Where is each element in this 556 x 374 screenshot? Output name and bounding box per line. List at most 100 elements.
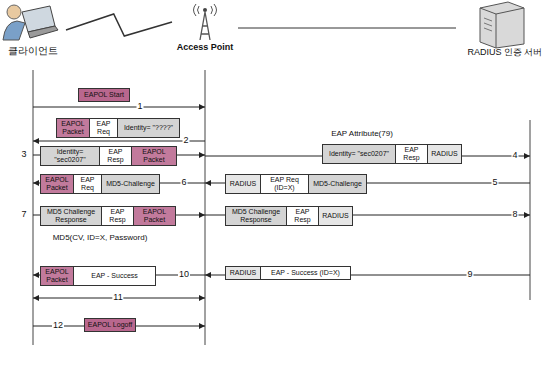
- packet-field: RADIUS: [318, 207, 352, 225]
- packet-field: EAPOL Packet: [131, 147, 176, 165]
- packet-field: MD5-Challenge: [308, 175, 366, 193]
- packet-box: RADIUS EAP - Success (ID=X): [225, 266, 351, 280]
- field-text: EAP Resp: [398, 146, 425, 162]
- packet-box: Identity= "sec0207" EAP Resp EAPOL Packet: [40, 146, 177, 166]
- client-body: [3, 21, 25, 40]
- antenna-mast: [200, 12, 210, 40]
- callout-number: 12: [52, 321, 64, 331]
- wired-link: [238, 28, 456, 29]
- wireless-link: [66, 14, 172, 36]
- packet-field: EAPOL Logoff: [85, 319, 135, 331]
- packet-field: EAP Req: [73, 175, 101, 193]
- packet-field: EAP Resp: [101, 207, 133, 225]
- packet-field: EAP Req: [89, 119, 117, 137]
- field-text: MD5 Challenge Response: [43, 208, 99, 224]
- callout-number: 4: [511, 151, 518, 161]
- field-text: EAP Req: [92, 120, 115, 136]
- packet-field: RADIUS: [226, 267, 260, 279]
- field-text: EAPOL Logoff: [88, 321, 132, 329]
- note-label: EAP Attribute(79): [330, 130, 394, 139]
- packet-field: EAPOL Packet: [57, 119, 89, 137]
- access-point-node: Access Point: [172, 4, 238, 52]
- ap-lifeline: [205, 70, 206, 345]
- field-text: EAPOL Packet: [136, 208, 173, 224]
- packet-field: RADIUS: [427, 145, 461, 163]
- node-label: 클라이언트: [0, 44, 66, 58]
- field-text: EAPOL Packet: [43, 176, 71, 192]
- field-text: EAP Req (ID=X): [263, 176, 306, 192]
- node-label: Access Point: [172, 42, 238, 52]
- packet-field: MD5 Challenge Response: [226, 207, 286, 225]
- field-text: EAPOL Packet: [43, 268, 71, 284]
- packet-field: EAP Resp: [286, 207, 318, 225]
- packet-field: Identity= "sec0207": [323, 145, 395, 163]
- packet-field: EAP Resp: [395, 145, 427, 163]
- callout-number: 5: [491, 178, 498, 188]
- callout-number: 10: [178, 270, 190, 280]
- message-arrow: [33, 107, 205, 108]
- field-text: MD5-Challenge: [106, 180, 155, 188]
- field-text: EAPOL Packet: [59, 120, 87, 136]
- client-lifeline: [33, 70, 34, 345]
- client-head: [7, 5, 21, 19]
- field-text: RADIUS: [230, 269, 256, 277]
- packet-box: EAPOL Packet EAP - Success: [40, 266, 156, 286]
- field-text: EAP - Success: [91, 272, 138, 280]
- packet-field: Identity= "sec0207": [41, 147, 99, 165]
- callout-number: 9: [466, 270, 473, 280]
- packet-box: MD5 Challenge Response EAP Resp EAPOL Pack…: [40, 206, 176, 226]
- field-text: EAPOL Packet: [134, 148, 174, 164]
- packet-field: EAPOL Packet: [133, 207, 175, 225]
- field-text: Identity= "sec0207": [329, 150, 389, 158]
- field-text: EAP Resp: [104, 208, 131, 224]
- antenna-tip: [203, 8, 207, 12]
- packet-field: EAP - Success (ID=X): [260, 267, 350, 279]
- field-text: MD5 Challenge Response: [228, 208, 284, 224]
- packet-box: EAPOL Packet EAP Req Identity= "????": [56, 118, 180, 138]
- callout-number: 1: [136, 102, 143, 112]
- server-lifeline: [530, 120, 531, 300]
- server-slots: [484, 18, 492, 31]
- field-text: EAP Resp: [102, 148, 129, 164]
- callout-number: 6: [180, 178, 187, 188]
- packet-field: EAP - Success: [73, 267, 155, 285]
- packet-box: MD5 Challenge ResponseEAP Resp RADIUS: [225, 206, 353, 226]
- packet-field: MD5 Challenge Response: [41, 207, 101, 225]
- packet-field: Identity= "????": [117, 119, 179, 137]
- server-tower: [480, 2, 524, 48]
- server-edges: [480, 8, 524, 48]
- packet-field: RADIUS: [226, 175, 260, 193]
- packet-field: EAPOL Packet: [41, 267, 73, 285]
- field-text: MD5-Challenge: [313, 180, 362, 188]
- packet-box: Identity= "sec0207" EAP Resp RADIUS: [322, 144, 462, 164]
- packet-box: EAPOL Logoff: [84, 318, 136, 332]
- client-node: 클라이언트: [0, 0, 66, 58]
- callout-number: 11: [112, 293, 123, 303]
- field-text: Identity= "sec0207": [43, 148, 97, 164]
- packet-box: EAPOL Packet EAP Req MD5-Challenge: [40, 174, 160, 194]
- callout-number: 2: [182, 136, 189, 146]
- field-text: Identity= "????": [124, 124, 173, 132]
- laptop-base: [28, 26, 58, 38]
- field-text: RADIUS: [322, 212, 348, 220]
- packet-field: EAPOL Start: [79, 89, 129, 101]
- packet-box: RADIUS EAP Req (ID=X) MD5-Challenge: [225, 174, 367, 194]
- callout-number: 8: [511, 210, 518, 220]
- field-text: RADIUS: [230, 180, 256, 188]
- field-text: EAPOL Start: [84, 91, 124, 99]
- field-text: EAP - Success (ID=X): [271, 269, 340, 277]
- server-node: RADIUS 인증 서버: [456, 0, 554, 59]
- callout-number: 7: [20, 210, 27, 220]
- packet-box: EAPOL Start: [78, 88, 130, 102]
- field-text: RADIUS: [431, 150, 457, 158]
- note-label: MD5(CV, ID=X, Password): [52, 234, 149, 243]
- node-label: RADIUS 인증 서버: [456, 46, 554, 59]
- packet-field: MD5-Challenge: [101, 175, 159, 193]
- packet-field: EAP Req (ID=X): [260, 175, 308, 193]
- packet-field: EAP Resp: [99, 147, 131, 165]
- callout-number: 3: [20, 150, 27, 160]
- packet-field: EAPOL Packet: [41, 175, 73, 193]
- field-text: EAP Req: [76, 176, 99, 192]
- message-arrow: [33, 141, 205, 142]
